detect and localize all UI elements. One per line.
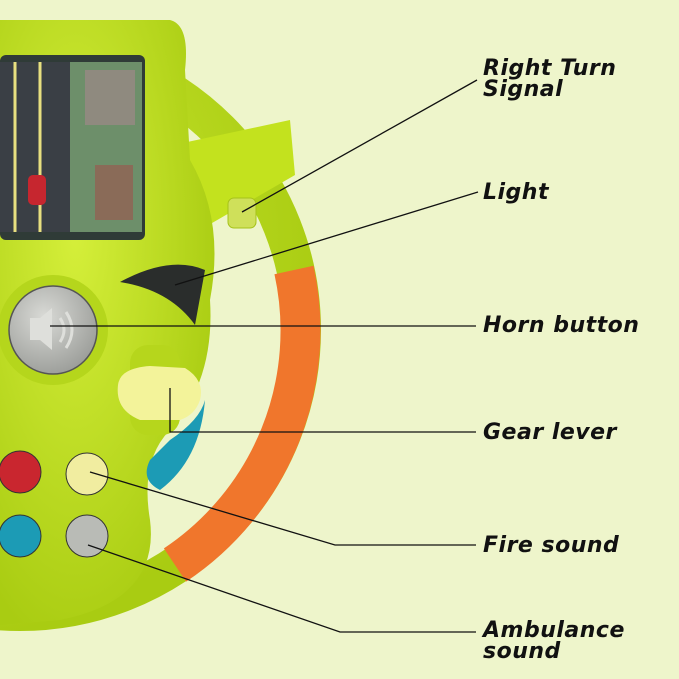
label-ambulance-sound: Ambulance sound	[483, 618, 625, 664]
light-window	[120, 264, 205, 325]
callout-line-right-turn	[241, 79, 478, 213]
blue-button	[0, 514, 42, 558]
fire-sound-button	[65, 452, 109, 496]
label-line: sound	[483, 639, 561, 664]
label-horn-button: Horn button	[483, 313, 640, 338]
label-line: Ambulance	[483, 618, 625, 643]
ambulance-sound-button	[65, 514, 109, 558]
red-button	[0, 450, 42, 494]
label-fire-sound: Fire sound	[483, 533, 620, 558]
speaker-icon	[30, 308, 52, 350]
callout-line-fire	[89, 471, 476, 546]
label-line: Signal	[483, 77, 564, 102]
turn-signal-button	[227, 197, 257, 229]
callout-line-ambulance	[87, 544, 476, 633]
callout-line-light	[174, 191, 479, 286]
orange-grip	[163, 265, 321, 582]
callout-line-gear	[169, 388, 476, 433]
label-gear-lever: Gear lever	[483, 420, 617, 445]
horn-button	[8, 285, 98, 375]
label-right-turn-signal: Right Turn Signal	[483, 56, 617, 102]
label-light: Light	[483, 180, 549, 205]
teal-part	[146, 400, 205, 490]
label-line: Right Turn	[483, 56, 617, 81]
gear-lever	[117, 366, 201, 420]
